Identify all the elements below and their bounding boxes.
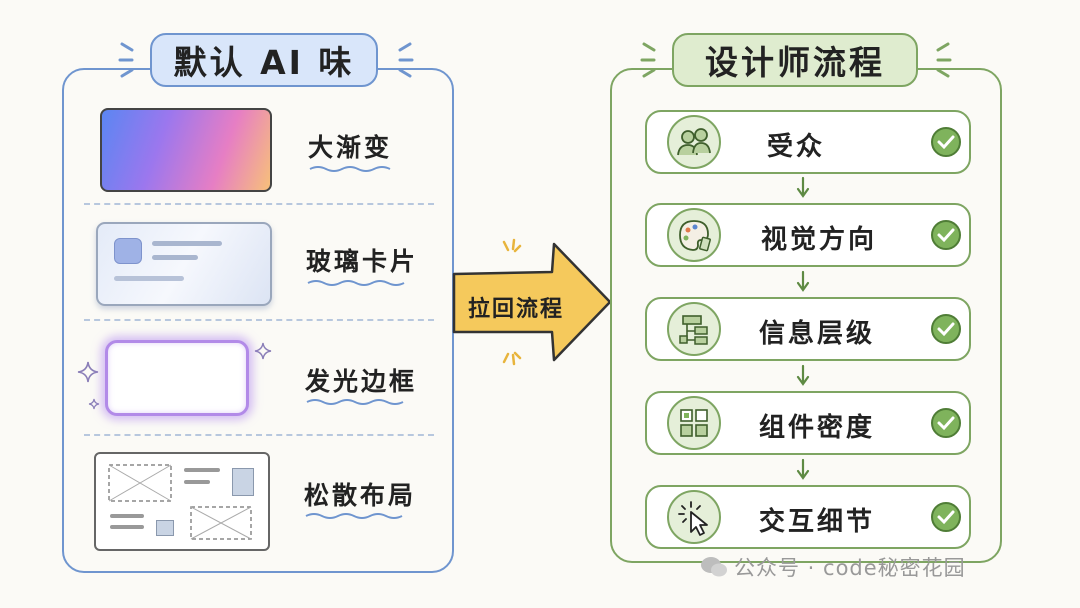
glow-border-thumbnail xyxy=(105,340,249,416)
sparkle-icon xyxy=(502,238,522,253)
divider xyxy=(84,434,434,436)
grid-icon xyxy=(667,396,721,450)
arrow-label: 拉回流程 xyxy=(468,297,565,322)
check-icon xyxy=(931,127,961,157)
right-panel-title: 设计师流程 xyxy=(672,33,918,87)
glass-card-avatar xyxy=(114,238,142,264)
text-line xyxy=(110,514,144,518)
glass-card-line xyxy=(152,255,198,260)
wavy-underline xyxy=(306,399,404,405)
text-line xyxy=(110,525,144,529)
watermark: 公众号 · code秘密花园 xyxy=(734,556,966,580)
pull-back-arrow xyxy=(452,242,612,362)
process-step: 信息层级 xyxy=(645,297,971,361)
glass-card-line xyxy=(114,276,184,281)
divider xyxy=(84,319,434,321)
step-label: 组件密度 xyxy=(759,413,876,443)
hierarchy-icon xyxy=(667,302,721,356)
image-placeholder-icon xyxy=(108,464,172,502)
box-block xyxy=(232,468,254,496)
palette-icon xyxy=(667,208,721,262)
down-arrow-icon xyxy=(796,364,810,386)
process-step: 交互细节 xyxy=(645,485,971,549)
item-label: 松散布局 xyxy=(304,481,417,510)
wavy-underline xyxy=(309,166,391,172)
text-line xyxy=(184,480,210,484)
process-step: 受众 xyxy=(645,110,971,174)
sparkle-icon xyxy=(77,361,99,383)
step-label: 交互细节 xyxy=(759,507,876,537)
step-label: 受众 xyxy=(767,132,826,162)
sparkle-icon xyxy=(398,42,414,78)
cursor-click-icon xyxy=(667,490,721,544)
wechat-icon xyxy=(701,557,727,577)
item-label: 玻璃卡片 xyxy=(306,247,419,276)
item-label: 大渐变 xyxy=(308,133,393,162)
loose-layout-thumbnail xyxy=(94,452,270,551)
glass-card-line xyxy=(152,241,222,246)
down-arrow-icon xyxy=(796,176,810,198)
wavy-underline xyxy=(305,513,403,519)
sparkle-icon xyxy=(640,42,656,78)
sparkle-icon xyxy=(254,342,272,360)
down-arrow-icon xyxy=(796,270,810,292)
process-step: 视觉方向 xyxy=(645,203,971,267)
sparkle-icon xyxy=(502,351,522,366)
image-placeholder-icon xyxy=(190,506,252,540)
process-step: 组件密度 xyxy=(645,391,971,455)
sparkle-icon xyxy=(936,42,952,78)
wavy-underline xyxy=(307,280,405,286)
check-icon xyxy=(931,502,961,532)
sparkle-icon xyxy=(118,42,134,78)
left-panel-title: 默认 AI 味 xyxy=(150,33,378,87)
step-label: 信息层级 xyxy=(759,319,876,349)
check-icon xyxy=(931,314,961,344)
down-arrow-icon xyxy=(796,458,810,480)
text-line xyxy=(184,468,220,472)
item-label: 发光边框 xyxy=(305,367,418,396)
check-icon xyxy=(931,408,961,438)
check-icon xyxy=(931,220,961,250)
box-block xyxy=(156,520,174,536)
gradient-thumbnail xyxy=(100,108,272,192)
sparkle-icon xyxy=(88,398,100,410)
step-label: 视觉方向 xyxy=(761,225,878,255)
divider xyxy=(84,203,434,205)
audience-icon xyxy=(667,115,721,169)
glass-card-thumbnail xyxy=(96,222,272,306)
